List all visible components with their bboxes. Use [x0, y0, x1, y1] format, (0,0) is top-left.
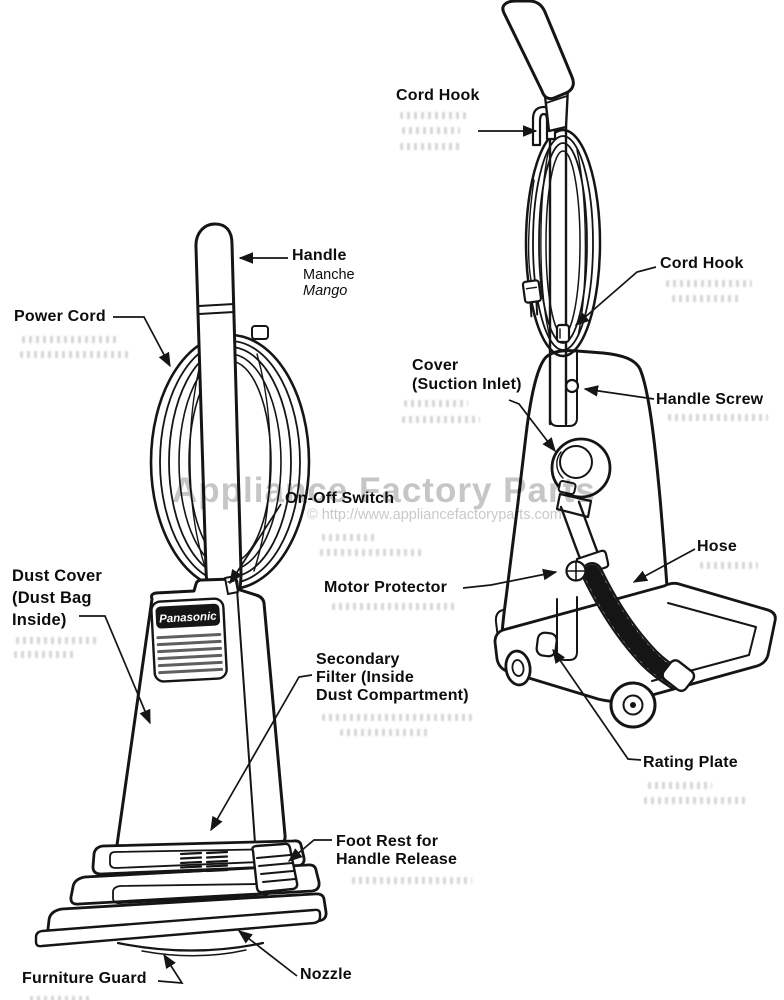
hose-part: [559, 500, 696, 693]
on-off-switch-part: [224, 575, 239, 595]
leader-secondary-filter: [210, 674, 313, 832]
ghost-text: [666, 280, 752, 287]
leader-handle-screw: [583, 385, 655, 400]
leader-on-off-switch: [229, 503, 282, 585]
vent-grille: [179, 850, 229, 874]
ghost-text: [400, 143, 462, 150]
label-handle: Handle Manche Mango: [292, 247, 355, 299]
leader-hose: [632, 548, 696, 583]
label-power-cord: Power Cord: [14, 308, 106, 325]
ghost-text: [402, 127, 460, 134]
rating-plate-part: [535, 631, 558, 658]
brand-plate-text: Panasonic: [159, 611, 218, 626]
label-line: Dust Cover: [12, 567, 103, 585]
label-handle-screw: Handle Screw: [656, 391, 764, 408]
label-rating-plate: Rating Plate: [643, 754, 738, 771]
ghost-text: [332, 603, 458, 610]
ghost-text: [322, 534, 378, 541]
ghost-text: [672, 295, 742, 302]
label-line: (Dust Bag: [12, 589, 92, 607]
label-on-off-switch: On-Off Switch: [285, 490, 395, 507]
label-translation-es: Mango: [303, 283, 348, 300]
label-nozzle: Nozzle: [300, 966, 352, 983]
motor-protector-part: [565, 560, 587, 582]
leader-cord-hook-right: [574, 266, 657, 326]
leader-furniture-guard: [157, 953, 184, 984]
power-plug: [521, 279, 543, 318]
ghost-text: [14, 651, 74, 658]
rear-handle-grip: [501, 0, 575, 133]
label-motor-protector: Motor Protector: [324, 579, 447, 596]
label-line: Handle: [292, 247, 347, 264]
ghost-text: [402, 416, 480, 423]
brand-plate: Panasonic: [150, 597, 228, 683]
ghost-text: [700, 562, 758, 569]
cord-hook-lower: [555, 323, 571, 344]
label-line: Secondary: [316, 651, 400, 668]
label-furniture-guard: Furniture Guard: [22, 970, 147, 987]
label-line: Dust Compartment): [316, 687, 469, 704]
label-line: (Suction Inlet): [412, 376, 522, 393]
leader-power-cord: [113, 316, 171, 368]
leader-foot-rest: [287, 839, 332, 862]
handle-tube: [194, 222, 243, 597]
label-line: Handle Release: [336, 851, 458, 868]
ghost-text: [352, 877, 472, 884]
wheels: [504, 649, 657, 729]
label-secondary-filter: Secondary Filter (Inside Dust Compartmen…: [316, 651, 469, 705]
label-foot-rest: Foot Rest for Handle Release: [336, 833, 457, 869]
leader-rating-plate: [552, 648, 642, 761]
ghost-text: [322, 714, 472, 721]
ghost-text: [16, 637, 100, 644]
label-line: Cover: [412, 357, 459, 374]
label-cover-suction-inlet: Cover (Suction Inlet): [412, 356, 522, 394]
label-translation-fr: Manche: [303, 267, 355, 284]
ghost-text: [668, 414, 768, 421]
label-line: Inside): [12, 611, 67, 629]
leader-nozzle: [237, 930, 298, 977]
ghost-text: [404, 400, 468, 407]
ghost-text: [644, 797, 748, 804]
label-cord-hook-top: Cord Hook: [396, 87, 480, 104]
ghost-text: [648, 782, 712, 789]
rear-cord-loop: [524, 128, 602, 358]
foot-rest-pedal: [251, 842, 299, 894]
ghost-text: [340, 729, 430, 736]
rear-handle-tube: [548, 124, 568, 426]
ghost-text: [20, 351, 132, 358]
ghost-text: [22, 336, 118, 343]
rear-view-illustration: [493, 0, 777, 729]
ghost-text: [400, 112, 466, 119]
leader-lines: [79, 125, 696, 984]
label-hose: Hose: [697, 538, 737, 555]
ghost-text: [320, 549, 424, 556]
furniture-guard-strip: [34, 908, 322, 957]
label-dust-cover: Dust Cover (Dust Bag Inside): [12, 565, 102, 631]
label-line: Foot Rest for: [336, 833, 439, 850]
label-line: Filter (Inside: [316, 669, 414, 686]
label-cord-hook-right: Cord Hook: [660, 255, 744, 272]
leader-motor-protector: [462, 568, 558, 589]
ghost-text: [30, 996, 90, 1000]
leader-dust-cover: [79, 615, 151, 725]
leader-cover-suction-inlet: [508, 399, 556, 453]
handle-screw-part: [564, 378, 580, 394]
